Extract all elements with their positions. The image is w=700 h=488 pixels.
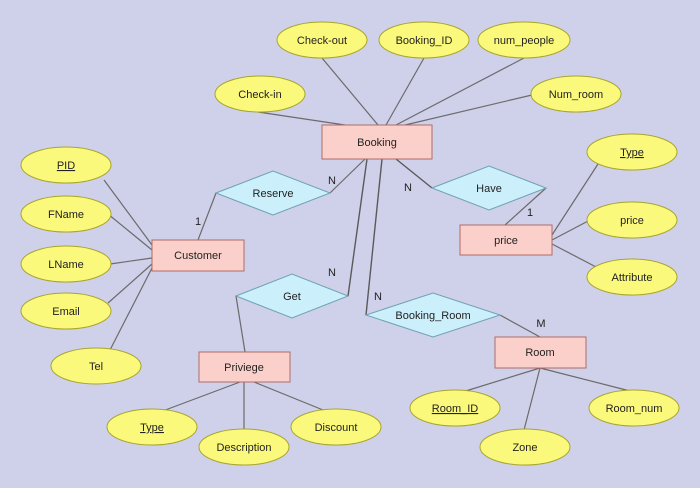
attribute-price-attribute[interactable]: Attribute [586, 258, 678, 296]
line-booking-bookingid [385, 57, 425, 126]
attribute-price-type[interactable]: Type [586, 133, 678, 171]
attribute-label: price [620, 215, 644, 227]
attribute-priviege-description[interactable]: Description [198, 428, 290, 466]
attribute-check-out[interactable]: Check-out [276, 21, 368, 59]
line-booking-checkout [321, 57, 379, 126]
line-have-price [504, 187, 547, 226]
attribute-label: Check-in [238, 89, 281, 101]
attribute-pid[interactable]: PID [20, 146, 112, 184]
cardinalities: 1 N N 1 N N M [195, 175, 546, 330]
attribute-priviege-type[interactable]: Type [106, 408, 198, 446]
line-room-id [455, 367, 541, 395]
entity-price[interactable]: price [459, 224, 553, 256]
attribute-label: Description [216, 442, 271, 454]
attribute-label: num_people [494, 35, 555, 47]
line-booking-numpeople [395, 57, 525, 126]
cardinality-reserve-customer: 1 [195, 216, 201, 228]
entity-booking[interactable]: Booking [321, 124, 433, 160]
entity-label: Room [525, 347, 554, 359]
relationship-booking-room[interactable]: Booking_Room [364, 292, 502, 338]
line-reserve-customer [197, 192, 217, 241]
relationship-label: Get [283, 291, 301, 303]
line-booking-checkin [257, 111, 346, 126]
attribute-label: Zone [512, 442, 537, 454]
attribute-room-id[interactable]: Room_ID [409, 389, 501, 427]
cardinality-bookingroom-room: M [536, 318, 545, 330]
attribute-email[interactable]: Email [20, 292, 112, 330]
line-customer-tel [109, 267, 153, 351]
line-room-zone [523, 367, 541, 431]
attribute-fname[interactable]: FName [20, 195, 112, 233]
entity-label: Booking [357, 137, 397, 149]
attribute-tel[interactable]: Tel [50, 347, 142, 385]
line-price-type [551, 163, 599, 236]
attribute-label: FName [48, 209, 84, 221]
attribute-label: Booking_ID [396, 35, 453, 47]
attribute-label: Num_room [549, 89, 603, 101]
line-bookingroom-booking [365, 158, 383, 316]
connectors [103, 57, 635, 431]
line-priviege-discount [253, 381, 329, 413]
attribute-zone[interactable]: Zone [479, 428, 571, 466]
relationship-label: Booking_Room [395, 310, 470, 322]
attribute-num-people[interactable]: num_people [477, 21, 571, 59]
cardinality-reserve-booking: N [328, 175, 336, 187]
line-have-booking [395, 158, 433, 189]
line-booking-numroom [404, 94, 533, 126]
line-priviege-type [159, 381, 241, 413]
attribute-check-in[interactable]: Check-in [214, 75, 306, 113]
line-get-booking [347, 158, 368, 297]
attribute-label: Email [52, 306, 80, 318]
entity-label: Customer [174, 250, 222, 262]
attribute-label: Type [620, 147, 644, 159]
relationship-label: Have [476, 183, 502, 195]
entity-label: Priviege [224, 362, 264, 374]
entity-customer[interactable]: Customer [151, 239, 245, 272]
attribute-num-room[interactable]: Num_room [530, 75, 622, 113]
entity-label: price [494, 235, 518, 247]
line-customer-lname [109, 257, 153, 265]
line-customer-pid [103, 179, 153, 246]
attribute-label: Room_ID [432, 403, 479, 415]
attribute-label: Discount [315, 422, 358, 434]
attribute-label: Check-out [297, 35, 347, 47]
cardinality-have-booking: N [404, 182, 412, 194]
relationship-have[interactable]: Have [430, 165, 548, 211]
entity-room[interactable]: Room [494, 336, 587, 369]
cardinality-bookingroom-booking: N [374, 291, 382, 303]
attribute-label: Type [140, 422, 164, 434]
attribute-lname[interactable]: LName [20, 245, 112, 283]
line-reserve-booking [329, 158, 366, 194]
attribute-label: Room_num [606, 403, 663, 415]
relationship-reserve[interactable]: Reserve [214, 170, 332, 216]
attribute-price-price[interactable]: price [586, 201, 678, 239]
line-room-num [539, 367, 635, 393]
relationship-label: Reserve [253, 188, 294, 200]
attribute-label: Attribute [612, 272, 653, 284]
line-get-priviege [235, 295, 246, 353]
attribute-label: Tel [89, 361, 103, 373]
line-bookingroom-room [499, 314, 541, 338]
line-price-price [551, 219, 591, 241]
entity-priviege[interactable]: Priviege [198, 351, 291, 383]
line-price-attribute [551, 243, 599, 269]
line-customer-email [107, 263, 153, 304]
attribute-label: LName [48, 259, 83, 271]
attribute-room-num[interactable]: Room_num [588, 389, 680, 427]
cardinality-get-booking: N [328, 267, 336, 279]
relationship-get[interactable]: Get [234, 273, 350, 319]
attribute-label: PID [57, 160, 75, 172]
cardinality-have-price: 1 [527, 207, 533, 219]
line-customer-fname [107, 213, 153, 251]
attribute-priviege-discount[interactable]: Discount [290, 408, 382, 446]
attribute-booking-id[interactable]: Booking_ID [378, 21, 470, 59]
